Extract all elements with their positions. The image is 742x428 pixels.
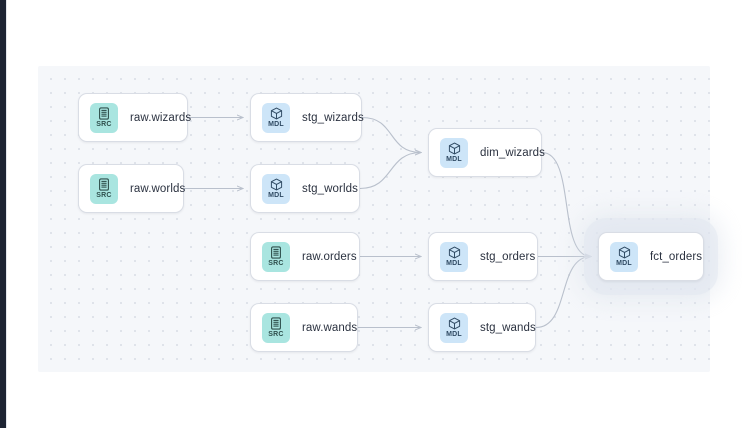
node-kind-label: SRC: [268, 330, 284, 338]
lineage-node-stg_orders[interactable]: MDL stg_orders: [428, 232, 538, 281]
node-kind-badge-mdl: MDL: [262, 173, 290, 204]
node-label: stg_orders: [480, 250, 536, 263]
cube-icon: [270, 107, 283, 120]
node-label: stg_worlds: [302, 182, 358, 195]
lineage-node-raw_worlds[interactable]: SRC raw.worlds: [78, 164, 186, 213]
left-app-rail: [0, 0, 6, 428]
lineage-node-raw_orders[interactable]: SRC raw.orders: [250, 232, 360, 281]
lineage-node-dim_wizards[interactable]: MDL dim_wizards: [428, 128, 546, 177]
lineage-node-raw_wizards[interactable]: SRC raw.wizards: [78, 93, 192, 142]
node-label: dim_wizards: [480, 146, 546, 159]
lineage-edge-stg_worlds-to-dim_wizards: [359, 153, 421, 190]
node-label: raw.orders: [302, 250, 357, 263]
node-kind-badge-mdl: MDL: [262, 102, 290, 133]
lineage-node-stg_worlds[interactable]: MDL stg_worlds: [250, 164, 360, 213]
node-kind-badge-mdl: MDL: [440, 137, 468, 168]
node-label: raw.worlds: [130, 182, 186, 195]
node-kind-label: MDL: [268, 120, 284, 128]
cube-icon: [618, 246, 631, 259]
node-kind-label: SRC: [96, 191, 112, 199]
lineage-edge-stg_wands-to-fct_orders: [535, 257, 591, 329]
lineage-node-raw_wands[interactable]: SRC raw.wands: [250, 303, 358, 352]
node-kind-badge-src: SRC: [90, 173, 118, 204]
rail-divider: [6, 0, 7, 428]
node-kind-badge-src: SRC: [262, 241, 290, 272]
node-kind-label: MDL: [268, 191, 284, 199]
node-kind-badge-mdl: MDL: [440, 241, 468, 272]
node-kind-badge-src: SRC: [90, 102, 118, 133]
lineage-edge-stg_wizards-to-dim_wizards: [361, 116, 421, 153]
database-icon: [270, 316, 282, 330]
cube-icon: [448, 246, 461, 259]
node-kind-badge-src: SRC: [262, 312, 290, 343]
database-icon: [98, 106, 110, 120]
node-kind-label: MDL: [446, 259, 462, 267]
node-kind-badge-mdl: MDL: [610, 241, 638, 272]
lineage-node-fct_orders[interactable]: MDL fct_orders: [598, 232, 704, 281]
node-label: fct_orders: [650, 250, 703, 263]
node-kind-label: SRC: [268, 259, 284, 267]
lineage-edge-dim_wizards-to-fct_orders: [541, 151, 591, 257]
node-kind-label: MDL: [446, 155, 462, 163]
node-kind-badge-mdl: MDL: [440, 312, 468, 343]
node-kind-label: MDL: [616, 259, 632, 267]
database-icon: [270, 245, 282, 259]
node-label: raw.wizards: [130, 111, 192, 124]
node-kind-label: SRC: [96, 120, 112, 128]
cube-icon: [270, 178, 283, 191]
lineage-node-stg_wands[interactable]: MDL stg_wands: [428, 303, 536, 352]
node-label: stg_wands: [480, 321, 536, 334]
node-kind-label: MDL: [446, 330, 462, 338]
cube-icon: [448, 317, 461, 330]
cube-icon: [448, 142, 461, 155]
database-icon: [98, 177, 110, 191]
lineage-node-stg_wizards[interactable]: MDL stg_wizards: [250, 93, 364, 142]
node-label: raw.wands: [302, 321, 358, 334]
node-label: stg_wizards: [302, 111, 364, 124]
